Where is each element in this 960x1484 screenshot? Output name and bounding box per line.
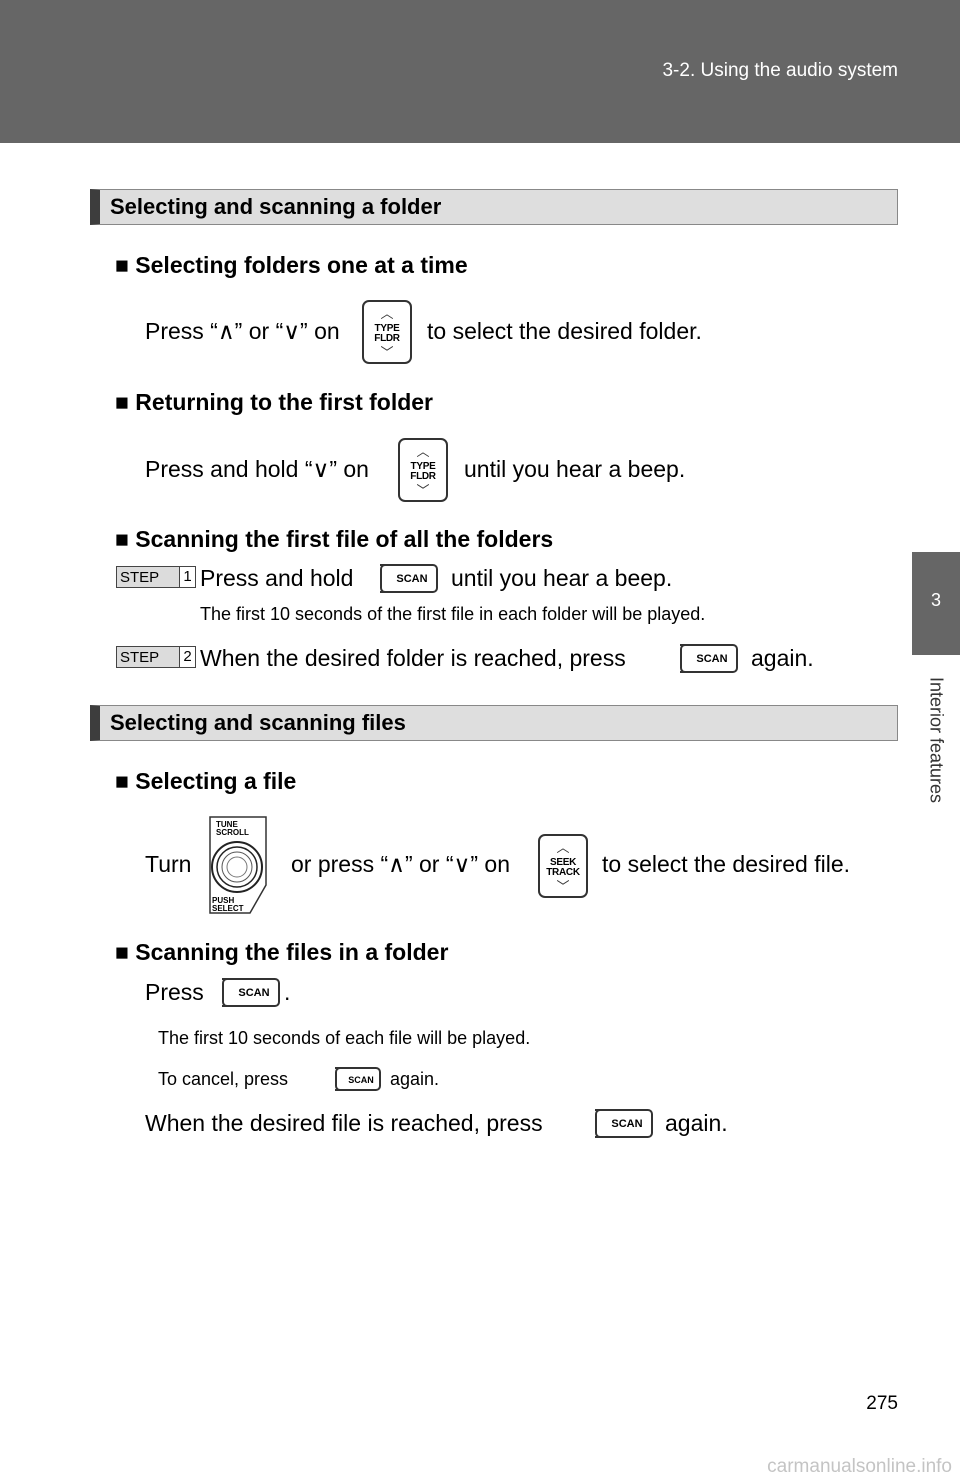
- chevron-down-icon: ﹀: [380, 345, 394, 360]
- breadcrumb: 3-2. Using the audio system: [662, 60, 898, 81]
- step2-text-a: When the desired folder is reached, pres…: [200, 645, 626, 671]
- step2-text-b: again.: [751, 645, 814, 671]
- chapter-tab: 3: [912, 552, 960, 655]
- step1-text-a: Press and hold: [200, 565, 354, 591]
- instruction-return-a: Press and hold “∨” on: [145, 456, 369, 482]
- chevron-up-icon: ︿: [556, 840, 570, 855]
- chevron-down-icon: ﹀: [556, 879, 570, 894]
- type-fldr-button: ︿ TYPE FLDR ﹀: [362, 300, 412, 364]
- bullet: ■: [115, 526, 129, 552]
- step-badge-2: STEP 2: [116, 646, 196, 668]
- instruction-press: Press: [145, 979, 204, 1005]
- step1-text-b: until you hear a beep.: [451, 565, 673, 591]
- page-number: 275: [866, 1393, 898, 1414]
- bullet: ■: [115, 768, 129, 794]
- section-title-folder: Selecting and scanning a folder: [90, 189, 898, 225]
- type-fldr-button: ︿ TYPE FLDR ﹀: [398, 438, 448, 502]
- instruction-period: .: [284, 979, 291, 1005]
- subheading-returning-first-folder: ■ Returning to the first folder: [115, 389, 434, 415]
- instruction-file-press: or press “∧” or “∨” on: [291, 851, 510, 877]
- subheading-scanning-files: ■ Scanning the files in a folder: [115, 939, 449, 965]
- bullet: ■: [115, 252, 129, 278]
- instruction-file-turn: Turn: [145, 851, 192, 877]
- chevron-down-icon: ﹀: [416, 483, 430, 498]
- subheading-scanning-first-file: ■ Scanning the first file of all the fol…: [115, 526, 554, 552]
- chevron-up-icon: ︿: [416, 444, 430, 459]
- watermark: carmanualsonline.info: [767, 1456, 952, 1477]
- section-title-files: Selecting and scanning files: [90, 705, 898, 741]
- instruction-final-b: again.: [665, 1110, 728, 1136]
- chapter-label: Interior features: [926, 676, 947, 804]
- scan-note-2a: To cancel, press: [158, 1069, 289, 1089]
- scan-button: SCAN: [680, 644, 738, 673]
- scan-note-2b: again.: [390, 1069, 440, 1089]
- scan-button: SCAN: [380, 564, 438, 593]
- header-band: 3-2. Using the audio system: [0, 0, 960, 143]
- subheading-selecting-folders: ■ Selecting folders one at a time: [115, 252, 468, 278]
- step-badge-1: STEP 1: [116, 566, 196, 588]
- subheading-selecting-file: ■ Selecting a file: [115, 768, 297, 794]
- step1-note: The first 10 seconds of the first file i…: [200, 604, 706, 624]
- instruction-final-a: When the desired file is reached, press: [145, 1110, 543, 1136]
- instruction-select-folder-b: to select the desired folder.: [427, 318, 702, 344]
- scan-button: SCAN: [595, 1109, 653, 1138]
- chapter-number: 3: [930, 590, 941, 610]
- bullet: ■: [115, 939, 129, 965]
- seek-track-button: ︿ SEEK TRACK ﹀: [538, 834, 588, 898]
- scan-button: SCAN: [335, 1067, 381, 1091]
- scan-button: SCAN: [222, 978, 280, 1007]
- instruction-file-after: to select the desired file.: [602, 851, 851, 877]
- instruction-select-folder-a: Press “∧” or “∨” on: [145, 318, 340, 344]
- scan-note-1: The first 10 seconds of each file will b…: [158, 1028, 531, 1048]
- instruction-return-b: until you hear a beep.: [464, 456, 686, 482]
- chevron-up-icon: ︿: [380, 306, 394, 321]
- bullet: ■: [115, 389, 129, 415]
